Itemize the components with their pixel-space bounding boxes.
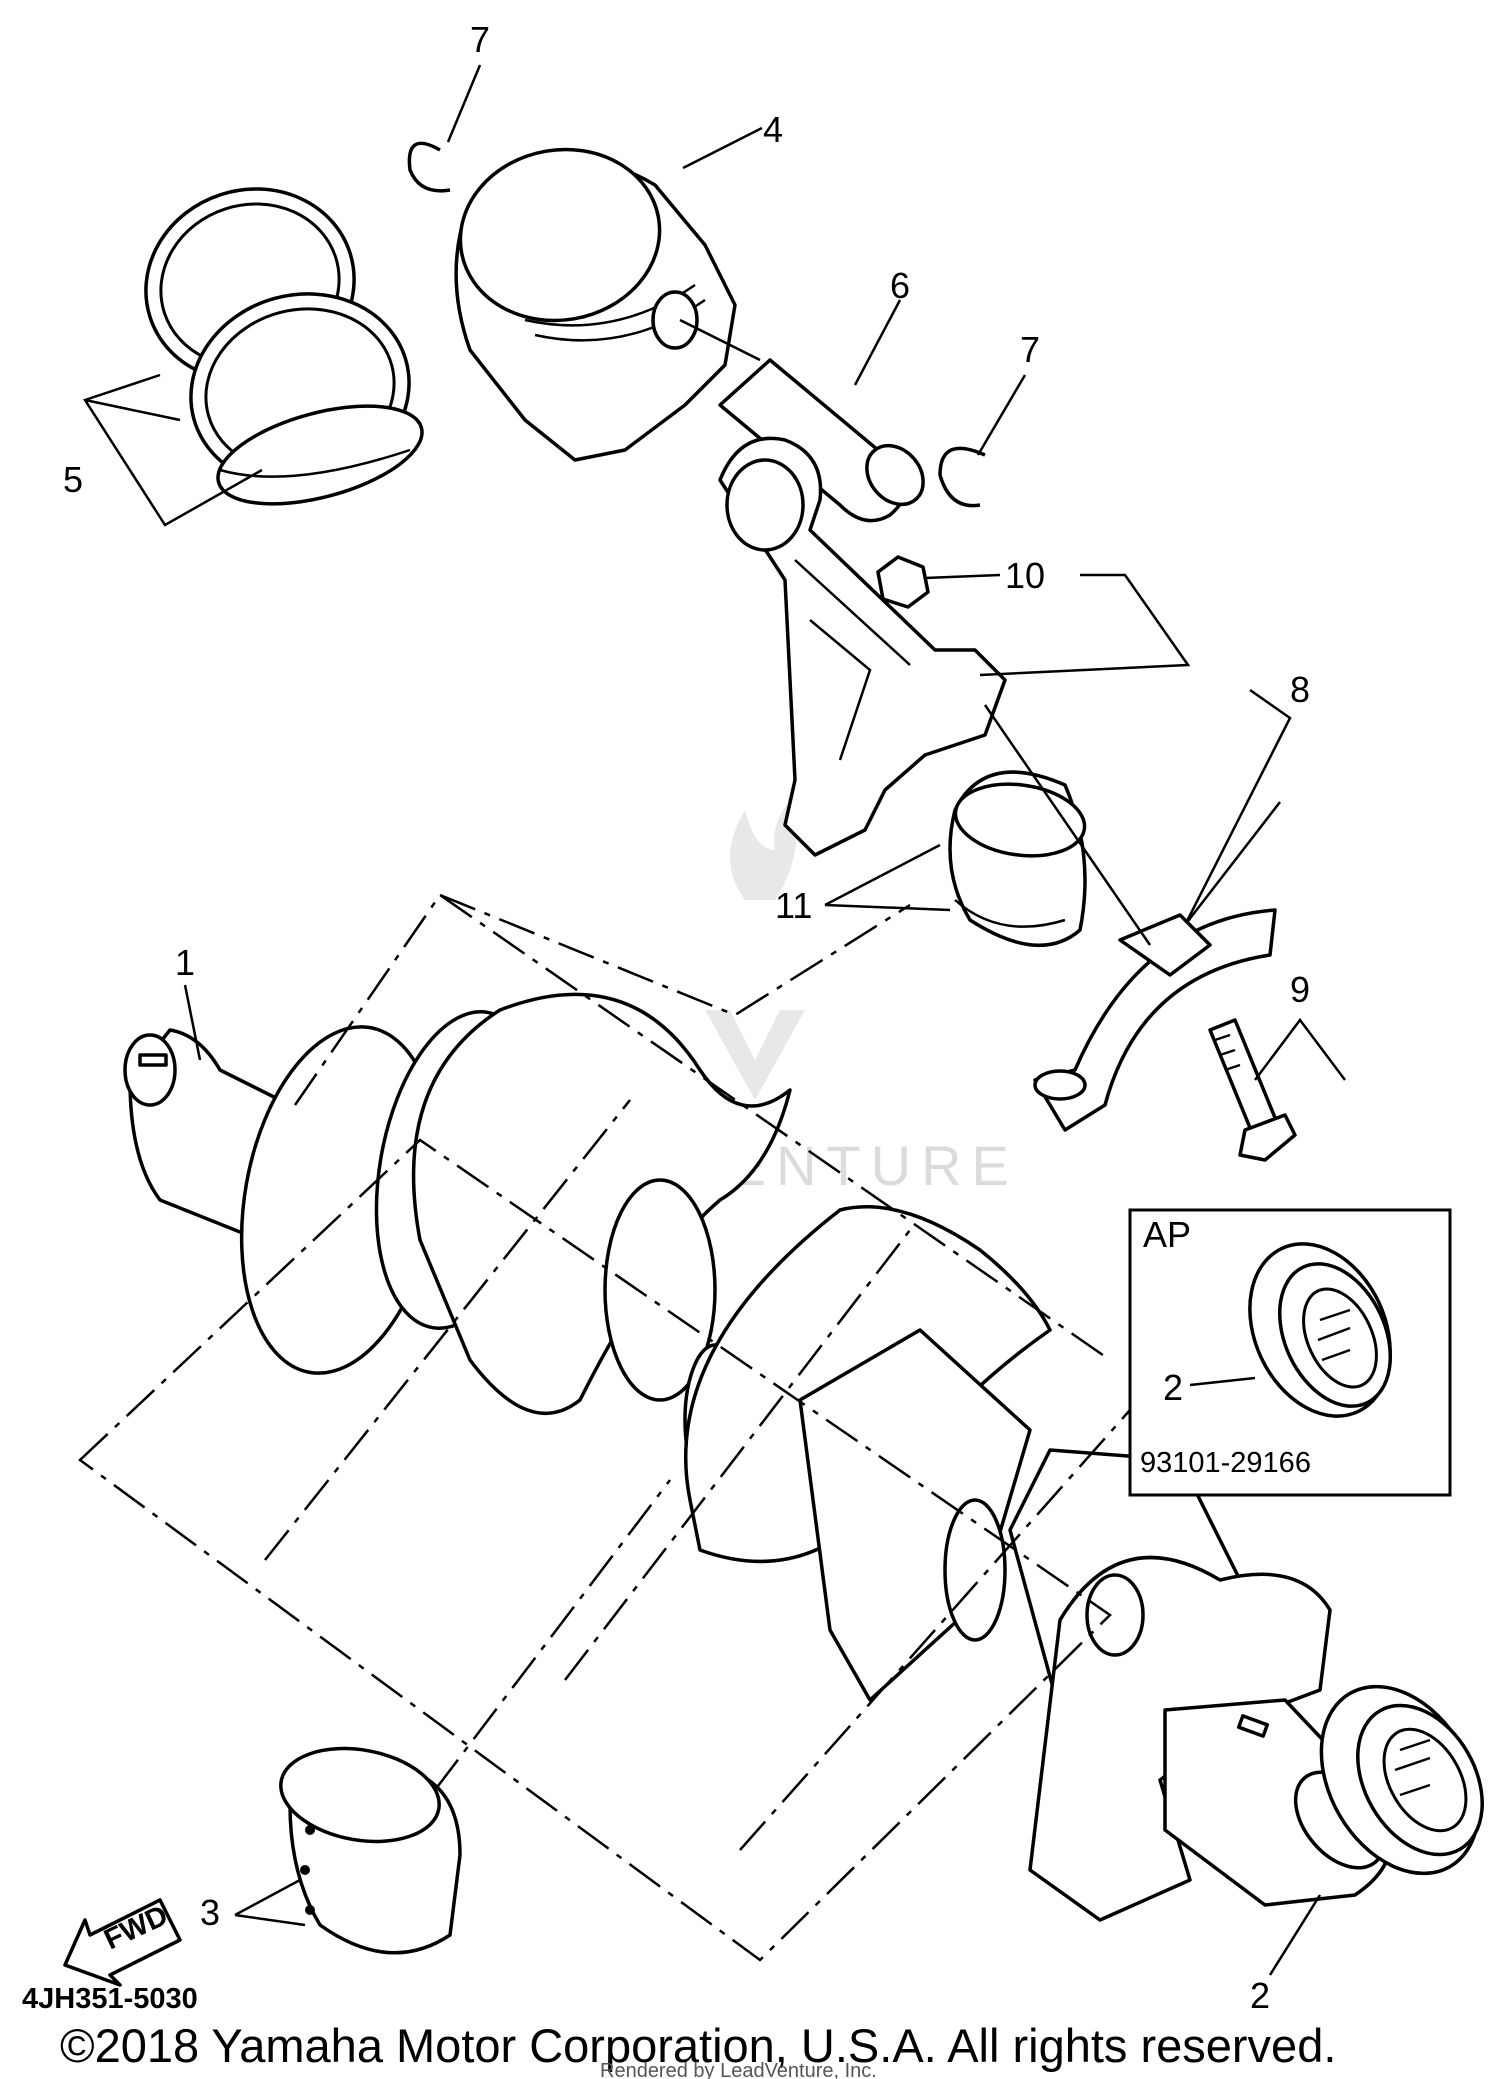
leader-10	[924, 573, 1191, 677]
callout-3: 3	[200, 1892, 220, 1933]
leader-9	[1254, 1017, 1346, 1081]
callout-6: 6	[890, 265, 910, 306]
leader-5	[83, 373, 263, 527]
callout-9: 9	[1290, 969, 1310, 1010]
callout-8: 8	[1290, 669, 1310, 710]
leader-3	[234, 1878, 306, 1927]
leader-piston-pin	[679, 318, 761, 362]
main-bearing	[279, 1746, 462, 1955]
connecting-rod	[718, 436, 1007, 857]
leader-7-right	[976, 374, 1027, 456]
piston-pin	[718, 358, 925, 523]
diagram-code: 4JH351-5030	[22, 1983, 198, 2015]
assembly-lines	[78, 893, 1131, 1962]
callout-7-right: 7	[1020, 329, 1040, 370]
inset-title: AP	[1143, 1214, 1191, 1255]
leader-11	[824, 843, 951, 912]
rendered-by-notice: Rendered by LeadVenture, Inc.	[600, 2060, 877, 2079]
leader-4	[682, 126, 763, 170]
callout-7-top: 7	[470, 19, 490, 60]
conrod-bolt	[1208, 1018, 1297, 1162]
callout-2-bottom: 2	[1250, 1975, 1270, 2016]
inset-part-number: 93101-29166	[1140, 1447, 1311, 1479]
conrod-cap	[1033, 908, 1277, 1132]
callout-1: 1	[175, 942, 195, 983]
oil-seal-bottom	[1319, 1684, 1484, 1876]
callout-11: 11	[775, 885, 812, 926]
leader-2-inset	[1189, 1376, 1256, 1387]
leader-conrod-cap	[983, 704, 1152, 946]
circlip-right	[938, 446, 986, 508]
circlip-top	[407, 141, 451, 193]
leader-6	[853, 299, 902, 386]
conrod-bearing	[948, 770, 1087, 948]
callout-5: 5	[63, 459, 83, 500]
callout-2-inset: 2	[1163, 1367, 1183, 1408]
callout-10: 10	[1005, 555, 1045, 596]
conrod-nut	[876, 555, 930, 609]
crankshaft	[123, 992, 1393, 1922]
leader-1	[183, 984, 202, 1061]
copyright-notice: ©2018 Yamaha Motor Corporation, U.S.A. A…	[60, 2019, 1336, 2072]
leader-7-top	[446, 64, 482, 143]
fwd-arrow: FWD	[63, 1898, 182, 1987]
leader-2-bottom	[1268, 1894, 1322, 1976]
piston-rings	[144, 187, 424, 506]
leader-8	[1183, 688, 1292, 926]
piston	[454, 147, 737, 462]
inset-ap-box	[1128, 1208, 1452, 1497]
callout-4: 4	[763, 109, 783, 150]
